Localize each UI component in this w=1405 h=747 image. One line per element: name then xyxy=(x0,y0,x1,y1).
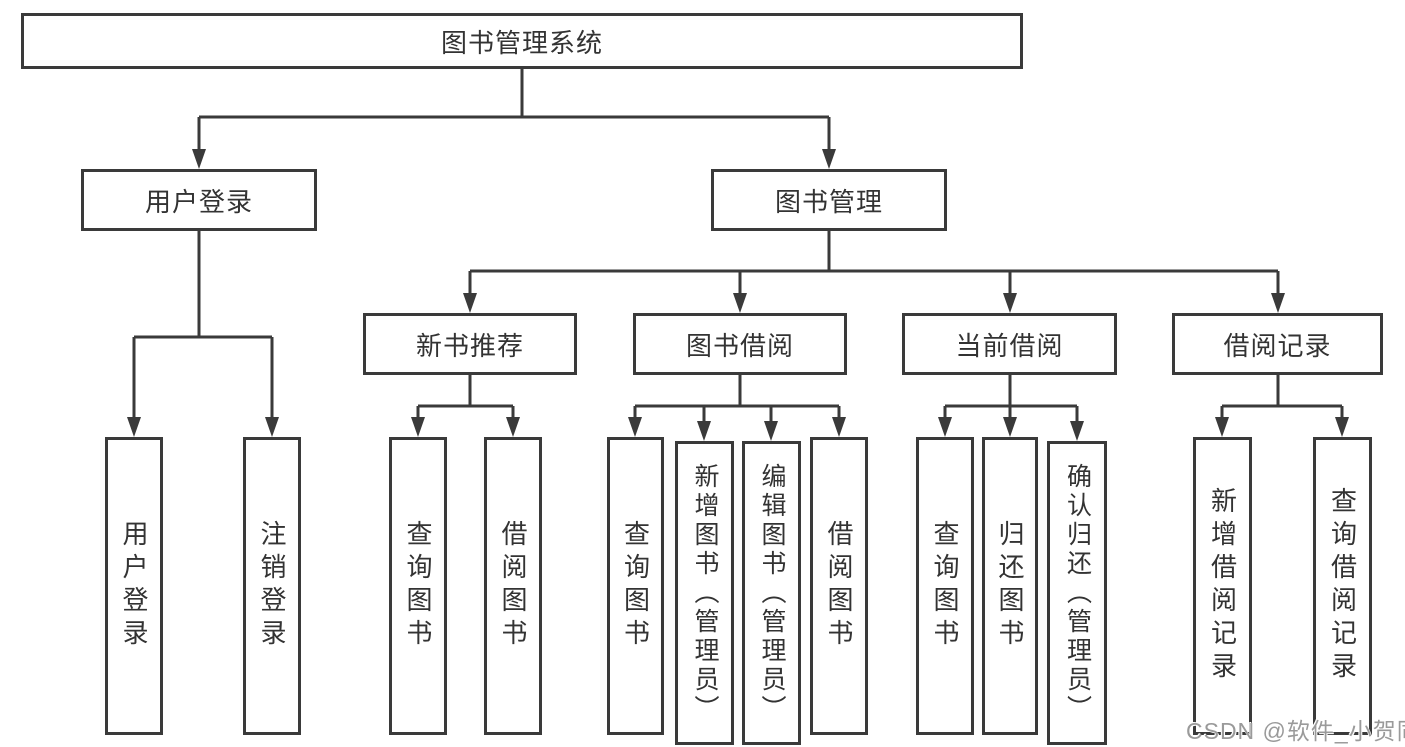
node-query-books-1: 查询图书 xyxy=(389,437,447,735)
csdn-watermark: CSDN @软件_小贺同学 xyxy=(1186,718,1405,744)
node-book-management: 图书管理 xyxy=(711,169,947,231)
node-label: 查询图书 xyxy=(620,520,651,652)
node-label: 用户登录 xyxy=(119,520,149,652)
node-add-books-admin: 新增图书（管理员） xyxy=(675,441,734,745)
node-book-borrowing: 图书借阅 xyxy=(633,313,847,375)
node-label: 查询借阅记录 xyxy=(1327,487,1358,685)
node-current-borrowing: 当前借阅 xyxy=(902,313,1117,375)
node-label: 查询图书 xyxy=(403,520,433,652)
node-return-books: 归还图书 xyxy=(982,437,1038,735)
node-query-books-3: 查询图书 xyxy=(916,437,974,735)
node-label: 用户登录 xyxy=(144,186,253,217)
node-edit-books-admin: 编辑图书（管理员） xyxy=(742,441,801,745)
node-label: 新书推荐 xyxy=(415,330,524,361)
node-user-login: 用户登录 xyxy=(81,169,317,231)
node-user-login-op: 用户登录 xyxy=(105,437,163,735)
node-label: 新增图书（管理员） xyxy=(691,462,719,724)
node-add-borrow-record: 新增借阅记录 xyxy=(1193,437,1252,735)
node-label: 当前借阅 xyxy=(955,330,1064,361)
node-label: 新增借阅记录 xyxy=(1207,487,1238,685)
node-label: 注销登录 xyxy=(257,520,287,652)
node-query-books-2: 查询图书 xyxy=(607,437,664,735)
node-borrowing-records: 借阅记录 xyxy=(1172,313,1383,375)
node-borrow-books-2: 借阅图书 xyxy=(810,437,868,735)
node-label: 借阅图书 xyxy=(498,520,528,652)
node-label: 编辑图书（管理员） xyxy=(758,462,786,724)
node-label: 图书借阅 xyxy=(685,330,794,361)
node-label: 借阅记录 xyxy=(1223,330,1332,361)
node-label: 查询图书 xyxy=(930,520,960,652)
node-label: 图书管理系统 xyxy=(440,27,603,58)
node-logout-op: 注销登录 xyxy=(243,437,301,735)
node-borrow-books-1: 借阅图书 xyxy=(484,437,542,735)
node-new-book-recommend: 新书推荐 xyxy=(363,313,577,375)
node-confirm-return-admin: 确认归还（管理员） xyxy=(1047,441,1107,745)
node-label: 借阅图书 xyxy=(824,520,854,652)
node-label: 图书管理 xyxy=(774,186,883,217)
node-label: 归还图书 xyxy=(995,520,1025,652)
node-label: 确认归还（管理员） xyxy=(1063,462,1092,724)
node-library-management-system: 图书管理系统 xyxy=(21,13,1023,69)
node-query-borrow-record: 查询借阅记录 xyxy=(1313,437,1372,735)
